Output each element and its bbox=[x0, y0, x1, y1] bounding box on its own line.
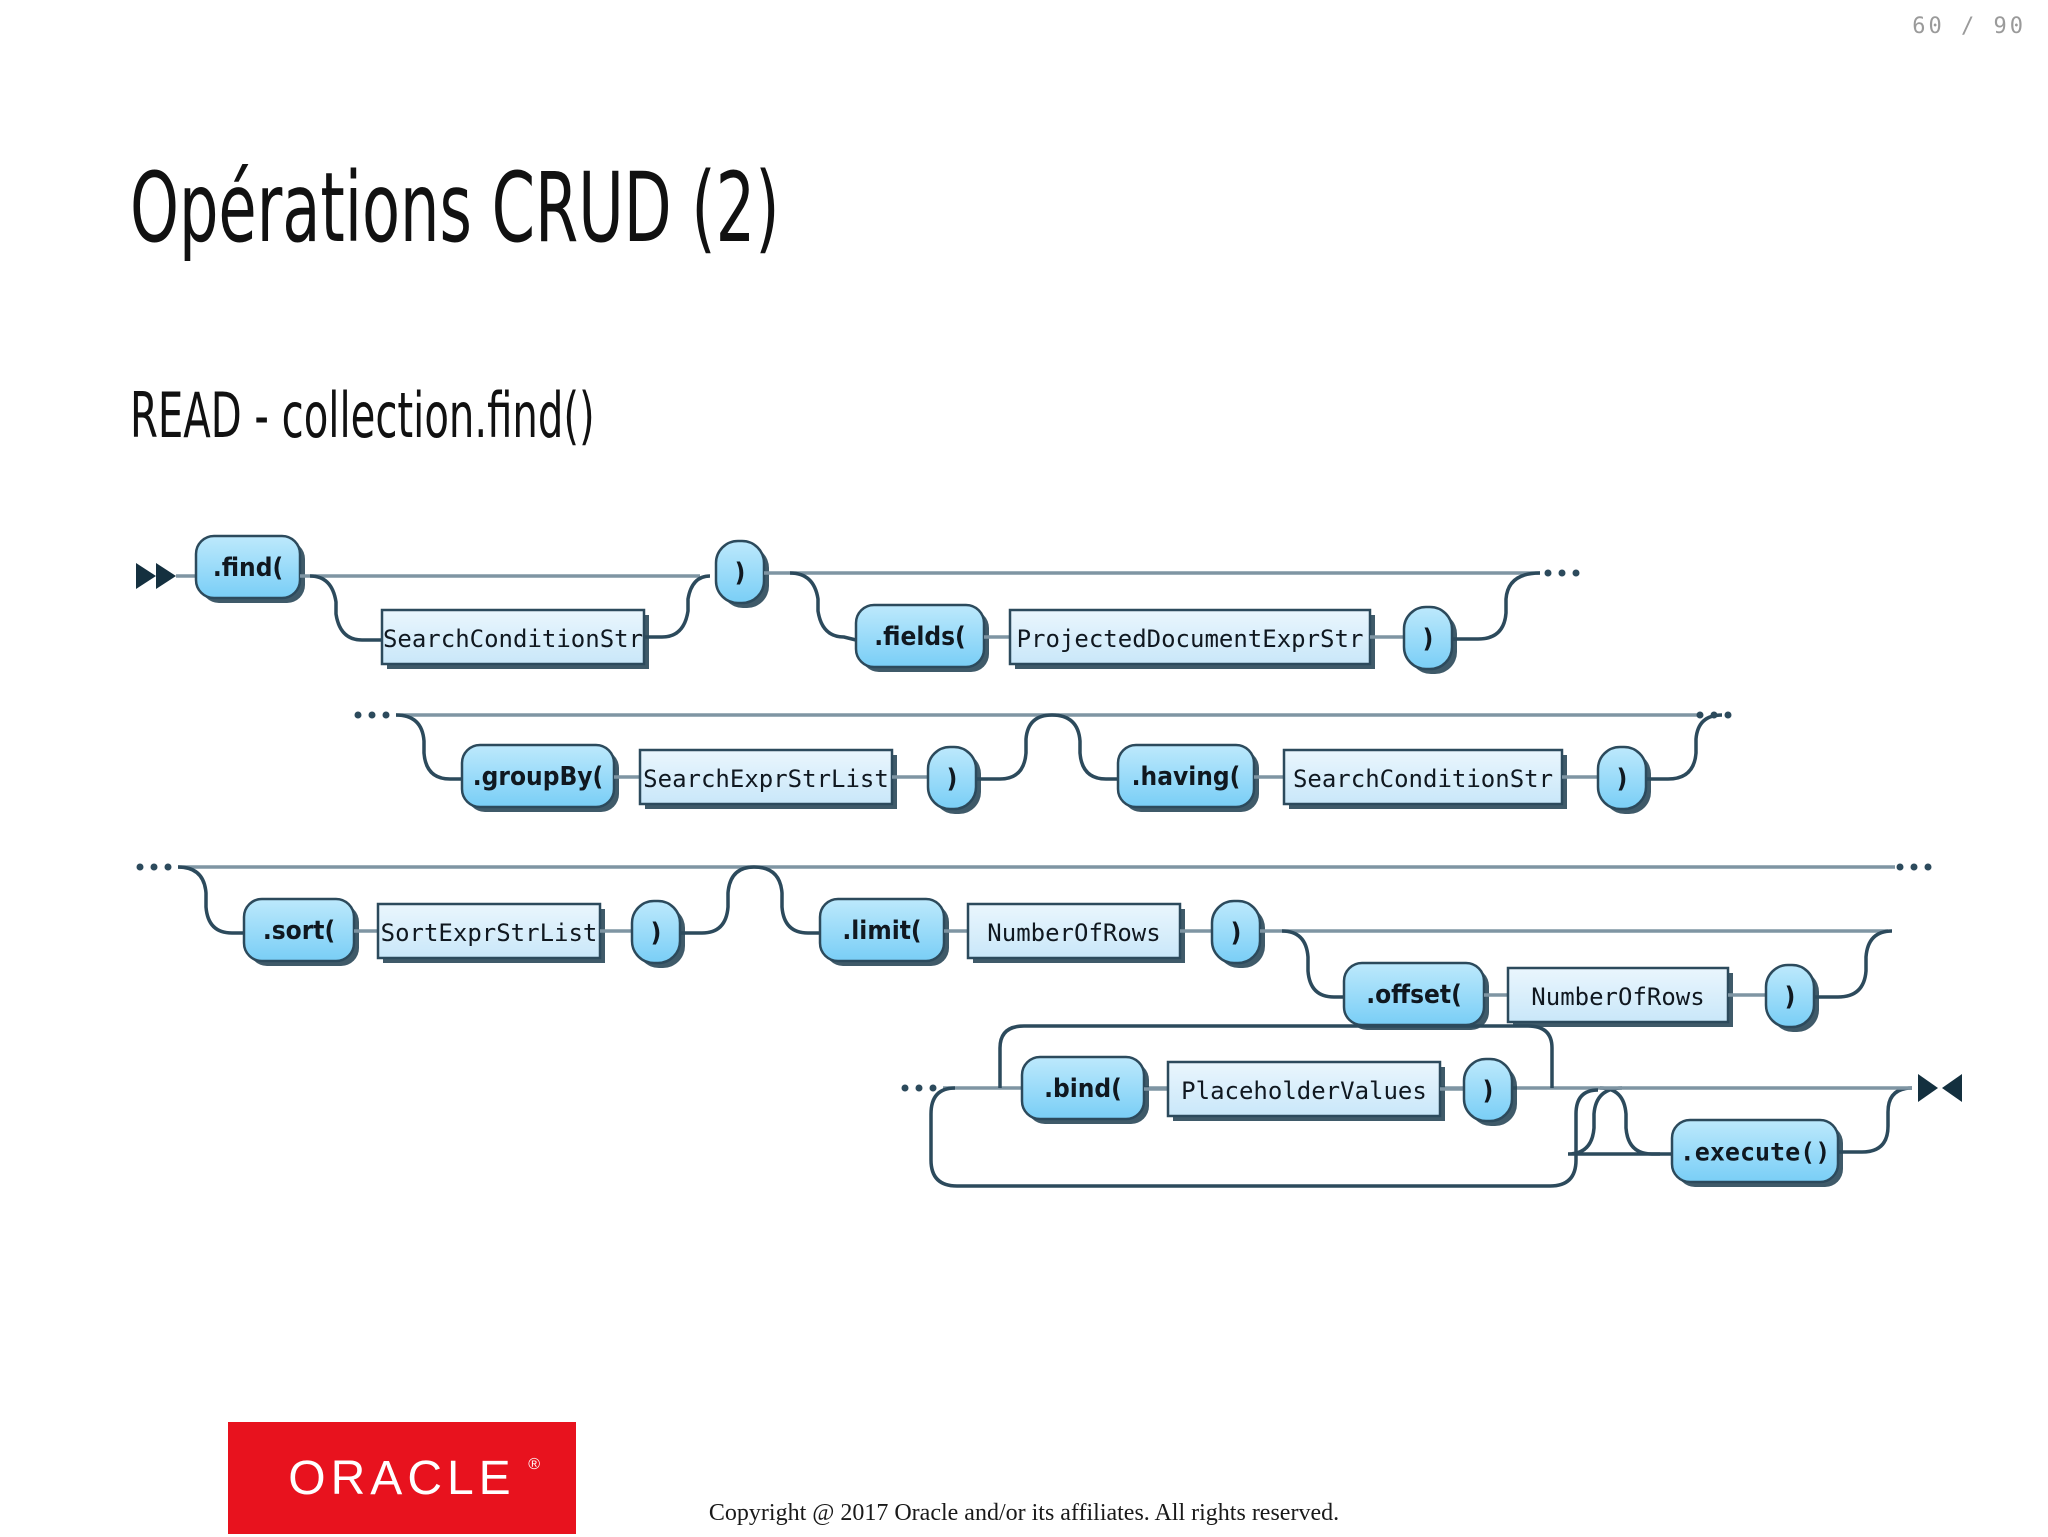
node-label: SearchConditionStr bbox=[1293, 765, 1553, 793]
rail-branch bbox=[395, 713, 462, 781]
node-groupby[interactable]: .groupBy( bbox=[460, 743, 619, 812]
node-find[interactable]: .find( bbox=[194, 534, 305, 603]
node-label: PlaceholderValues bbox=[1181, 1077, 1427, 1105]
node-label: NumberOfRows bbox=[1531, 983, 1704, 1011]
node-label: ProjectedDocumentExprStr bbox=[1017, 625, 1364, 653]
node-having[interactable]: .having( bbox=[1116, 743, 1259, 812]
rail-branch bbox=[789, 571, 857, 642]
rail-branch bbox=[1051, 713, 1118, 781]
node-close-paren-7[interactable]: ) bbox=[1764, 963, 1819, 1032]
node-label: .groupBy( bbox=[473, 762, 603, 792]
page-number: 60 / 90 bbox=[1912, 14, 2026, 39]
row-continuation-dots bbox=[354, 711, 390, 719]
node-bind[interactable]: .bind( bbox=[1020, 1055, 1149, 1124]
page-title: Opérations CRUD (2) bbox=[130, 152, 780, 264]
node-label: ) bbox=[947, 764, 958, 794]
node-searchexprstrlist[interactable]: SearchExprStrList bbox=[638, 748, 897, 809]
node-sort[interactable]: .sort( bbox=[242, 897, 359, 966]
node-label: .sort( bbox=[263, 916, 335, 946]
node-close-paren-1[interactable]: ) bbox=[714, 539, 769, 608]
node-numberofrows-2[interactable]: NumberOfRows bbox=[1506, 966, 1733, 1027]
node-close-paren-3[interactable]: ) bbox=[926, 745, 981, 814]
node-label: .execute() bbox=[1680, 1138, 1831, 1167]
node-label: SortExprStrList bbox=[381, 919, 598, 947]
node-label: SearchConditionStr bbox=[383, 625, 643, 653]
railroad-diagram: .find( SearchConditionStr ) .fields( Pro… bbox=[136, 534, 1962, 1188]
rail-branch bbox=[309, 574, 382, 642]
row-continuation-dots bbox=[1896, 863, 1932, 871]
rail-branch bbox=[1646, 713, 1723, 781]
rail-branch bbox=[1838, 1086, 1913, 1154]
node-label: .offset( bbox=[1366, 980, 1462, 1010]
node-limit[interactable]: .limit( bbox=[818, 897, 949, 966]
rail-branch bbox=[1814, 929, 1893, 999]
node-label: .find( bbox=[213, 553, 283, 583]
copyright-notice: Copyright @ 2017 Oracle and/or its affil… bbox=[708, 1500, 1340, 1526]
node-label: ) bbox=[651, 918, 662, 948]
node-placeholdervalues[interactable]: PlaceholderValues bbox=[1166, 1060, 1445, 1121]
node-fields[interactable]: .fields( bbox=[854, 603, 989, 672]
node-projecteddocumentexprstr[interactable]: ProjectedDocumentExprStr bbox=[1008, 608, 1375, 669]
page-subtitle: READ - collection.find() bbox=[130, 379, 595, 452]
node-label: ) bbox=[1785, 982, 1796, 1012]
node-offset[interactable]: .offset( bbox=[1342, 961, 1489, 1030]
rail-branch bbox=[976, 713, 1053, 781]
rail-branch bbox=[644, 574, 711, 639]
node-close-paren-5[interactable]: ) bbox=[630, 899, 685, 968]
rail-branch bbox=[680, 865, 755, 935]
node-searchconditionstr-2[interactable]: SearchConditionStr bbox=[1282, 748, 1567, 809]
registered-mark: ® bbox=[528, 1456, 540, 1473]
node-label: .fields( bbox=[874, 622, 965, 652]
logo-wordmark: ORACLE bbox=[288, 1451, 516, 1505]
node-label: .bind( bbox=[1044, 1074, 1122, 1104]
row-continuation-dots bbox=[1696, 711, 1732, 719]
node-label: NumberOfRows bbox=[987, 919, 1160, 947]
node-label: ) bbox=[1423, 624, 1434, 654]
node-numberofrows-1[interactable]: NumberOfRows bbox=[966, 902, 1185, 963]
node-label: .having( bbox=[1132, 762, 1241, 792]
node-close-paren-8[interactable]: ) bbox=[1462, 1057, 1517, 1126]
rail-bypass bbox=[929, 1086, 1599, 1188]
rail-branch bbox=[1452, 571, 1541, 641]
node-close-paren-6[interactable]: ) bbox=[1210, 899, 1265, 968]
node-close-paren-4[interactable]: ) bbox=[1596, 745, 1651, 814]
row-continuation-dots bbox=[1544, 569, 1580, 577]
rail-branch bbox=[753, 865, 820, 935]
node-sortexprstrlist[interactable]: SortExprStrList bbox=[376, 902, 605, 963]
node-label: SearchExprStrList bbox=[643, 765, 889, 793]
end-marker-icon bbox=[1918, 1074, 1962, 1102]
rail-branch bbox=[1281, 929, 1344, 999]
rail-branch bbox=[177, 865, 244, 935]
oracle-logo: ORACLE ® bbox=[228, 1422, 576, 1534]
row-continuation-dots bbox=[136, 863, 172, 871]
rail-branch bbox=[1599, 1086, 1672, 1156]
start-marker-icon bbox=[136, 563, 176, 589]
node-label: ) bbox=[735, 558, 746, 588]
rail-loop bbox=[998, 1024, 1554, 1088]
node-label: ) bbox=[1617, 764, 1628, 794]
row-continuation-dots bbox=[901, 1084, 937, 1092]
node-label: ) bbox=[1231, 918, 1242, 948]
node-execute[interactable]: .execute() bbox=[1670, 1118, 1843, 1187]
node-close-paren-2[interactable]: ) bbox=[1402, 605, 1457, 674]
node-label: ) bbox=[1483, 1076, 1494, 1106]
rail-branch bbox=[1567, 1086, 1660, 1156]
node-searchconditionstr-1[interactable]: SearchConditionStr bbox=[380, 608, 649, 669]
node-label: .limit( bbox=[842, 916, 921, 946]
